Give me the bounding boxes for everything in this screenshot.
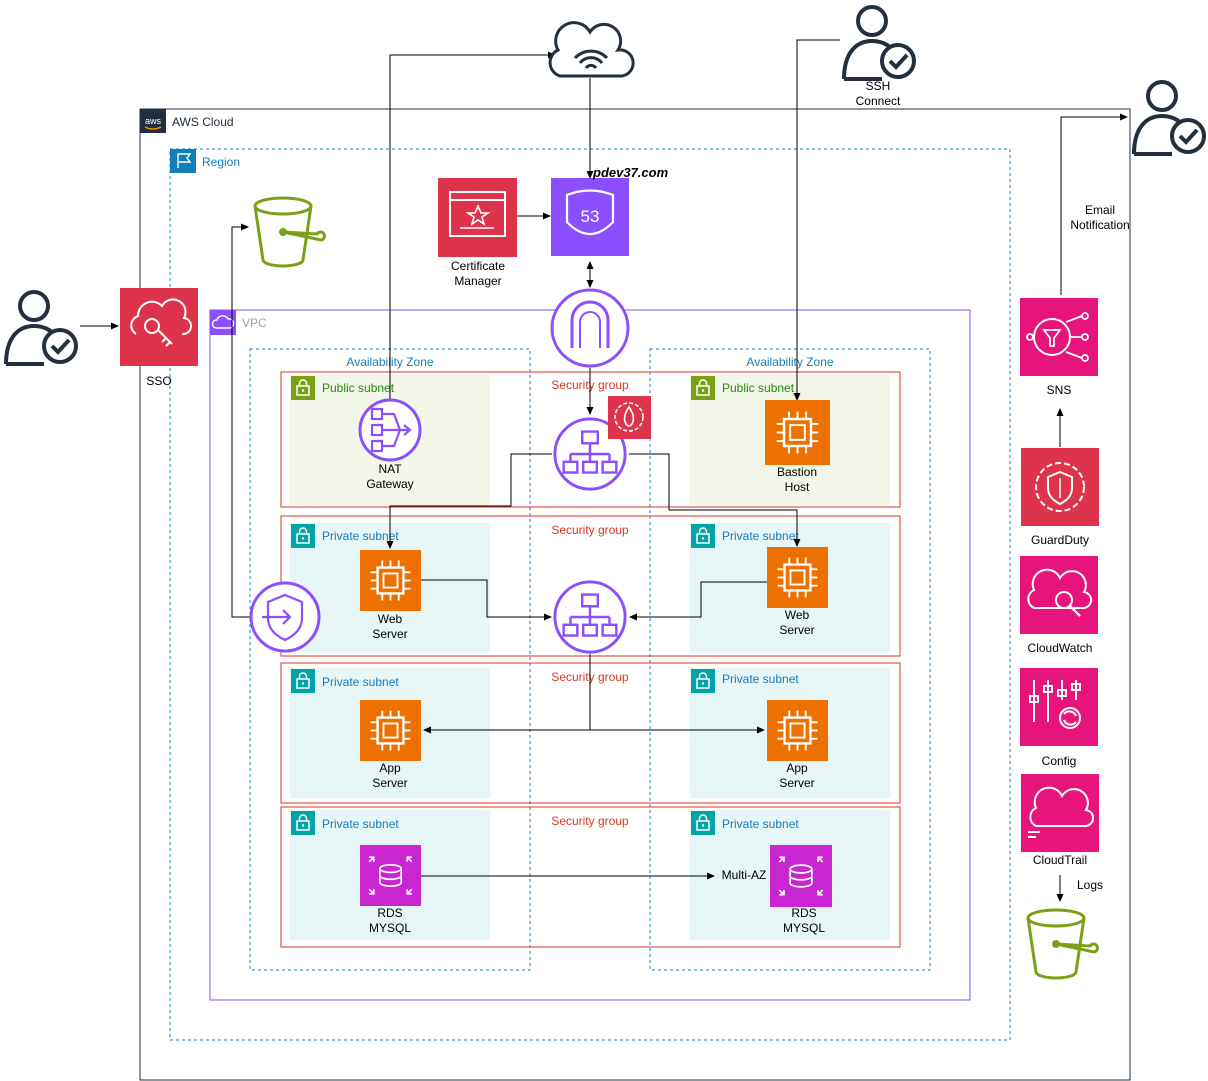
logs-label: Logs	[1076, 878, 1104, 892]
vpc-endpoint-icon	[249, 581, 321, 653]
private-subnet-lock-icon	[691, 811, 715, 835]
cloudtrail-icon	[1021, 774, 1099, 852]
domain-label: pdev37.com	[593, 165, 669, 180]
multi-az-label: Multi-AZ	[721, 868, 767, 882]
aws-cloud-group	[139, 108, 1131, 1081]
aws-cloud-label: AWS Cloud	[172, 115, 234, 129]
s3-bucket-icon	[1026, 908, 1100, 980]
config-icon	[1020, 668, 1098, 746]
ec2-icon	[360, 700, 421, 761]
ssh-connect-label: SSH Connect	[855, 79, 901, 108]
rds-icon	[770, 845, 832, 907]
internet-gateway-icon	[550, 288, 630, 368]
ec2-icon	[360, 550, 421, 611]
nat-gateway-label: NAT Gateway	[366, 462, 414, 491]
nat-gateway-icon	[358, 398, 422, 462]
private-app-right-label: Private subnet	[722, 672, 799, 686]
internet-cloud-icon	[548, 21, 635, 78]
region-label: Region	[202, 155, 240, 169]
guardduty-label: GuardDuty	[1030, 533, 1090, 547]
svg-text:aws: aws	[145, 116, 162, 126]
public-subnet-lock-icon	[691, 376, 715, 400]
waf-icon	[608, 396, 651, 439]
rds-icon	[360, 845, 421, 906]
rds-left-label: RDS MYSQL	[368, 906, 411, 935]
private-subnet-lock-icon	[691, 669, 715, 693]
private-db-left-label: Private subnet	[322, 817, 399, 831]
user-icon	[1132, 80, 1206, 156]
aws-logo-icon: aws	[140, 109, 166, 133]
sns-label: SNS	[1046, 383, 1072, 397]
web-server-left-label: Web Server	[372, 612, 408, 641]
web-server-right-label: Web Server	[779, 608, 815, 637]
cloudwatch-icon	[1020, 556, 1098, 634]
email-notification-label: Email Notification	[1070, 203, 1130, 232]
cloudwatch-label: CloudWatch	[1027, 641, 1093, 655]
az-right-label: Availability Zone	[746, 355, 833, 369]
s3-bucket-icon	[253, 196, 326, 268]
certificate-manager-label: Certificate Manager	[450, 259, 506, 288]
ec2-icon	[767, 700, 828, 761]
config-label: Config	[1041, 754, 1077, 768]
private-web-left-label: Private subnet	[322, 529, 399, 543]
availability-zone-right	[649, 348, 931, 971]
security-group-db	[280, 806, 901, 948]
private-subnet-lock-icon	[291, 669, 315, 693]
ec2-icon	[767, 547, 828, 608]
svg-text:53: 53	[581, 207, 600, 226]
public-subnet-right-label: Public subnet	[722, 381, 795, 395]
ec2-icon	[765, 400, 830, 465]
load-balancer-icon	[553, 580, 627, 654]
cloudtrail-label: CloudTrail	[1032, 853, 1088, 867]
public-subnet-lock-icon	[291, 376, 315, 400]
private-subnet-lock-icon	[691, 524, 715, 548]
certificate-manager-icon	[438, 178, 517, 257]
private-subnet-lock-icon	[291, 811, 315, 835]
user-icon	[4, 290, 78, 366]
app-server-right-label: App Server	[779, 761, 815, 790]
guardduty-icon	[1021, 448, 1099, 526]
app-server-left-label: App Server	[372, 761, 408, 790]
bastion-host-label: Bastion Host	[776, 465, 818, 494]
sso-icon	[120, 288, 198, 366]
sso-label: SSO	[146, 374, 172, 388]
sg-db-label: Security group	[551, 814, 629, 828]
route53-icon: 53	[551, 178, 629, 256]
private-subnet-lock-icon	[291, 524, 315, 548]
private-web-right-label: Private subnet	[722, 529, 799, 543]
sns-icon	[1020, 298, 1098, 376]
private-app-left-label: Private subnet	[322, 675, 399, 689]
vpc-label: VPC	[242, 316, 267, 330]
private-db-right-label: Private subnet	[722, 817, 799, 831]
rds-right-label: RDS MYSQL	[782, 906, 825, 935]
sg-web-label: Security group	[551, 523, 629, 537]
user-icon	[842, 5, 916, 81]
region-flag-icon	[170, 149, 196, 173]
public-subnet-left-label: Public subnet	[322, 381, 395, 395]
